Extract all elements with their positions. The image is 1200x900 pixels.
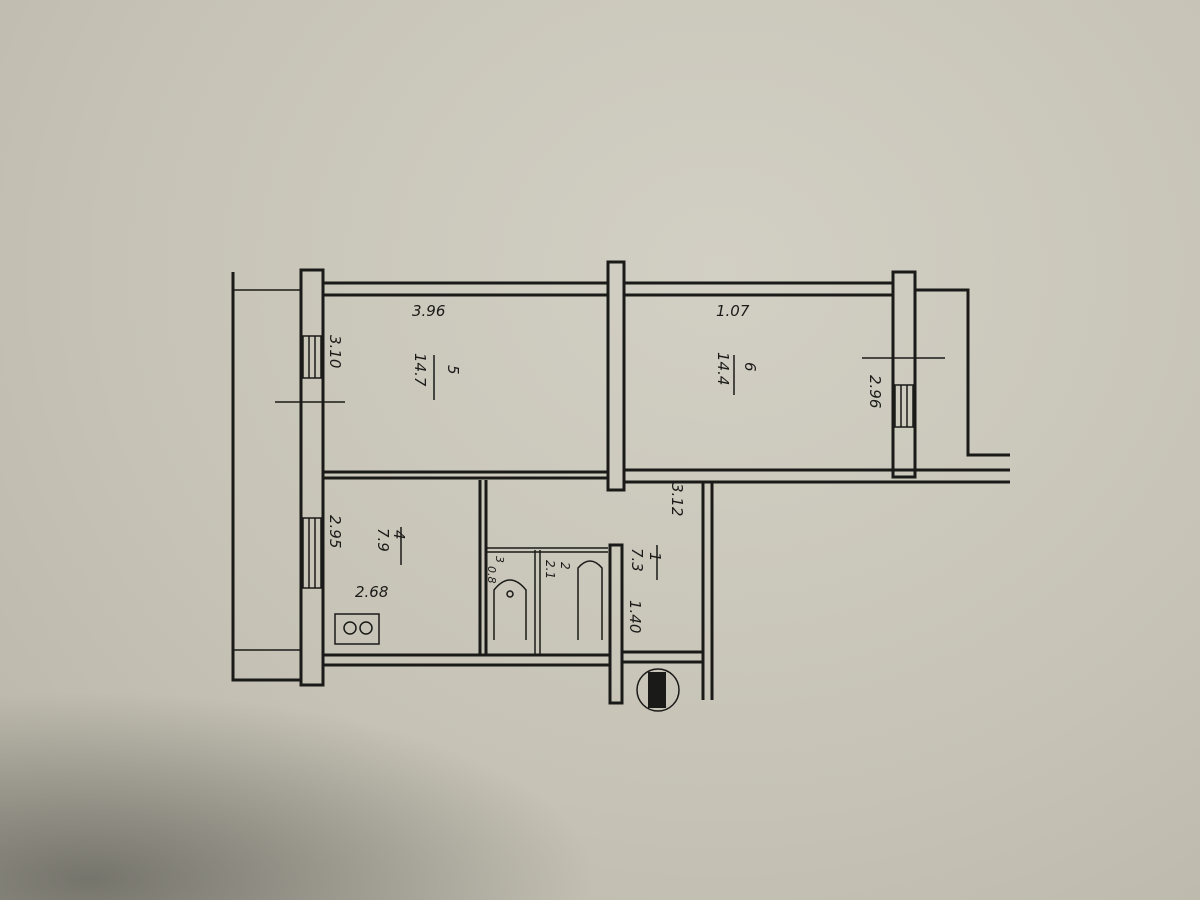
dim-room6-width: 1.07: [716, 302, 750, 320]
toilet-icon: [493, 579, 527, 640]
room2-number: 2: [558, 562, 572, 570]
dim-room4-depth: 2.95: [326, 515, 344, 548]
dim-room5-depth: 3.10: [326, 335, 344, 368]
room3-area: 0.8: [485, 566, 498, 584]
room5-number: 5: [444, 365, 462, 375]
room6-number: 6: [741, 362, 759, 372]
room4-number: 4: [390, 530, 408, 540]
bathtub-icon: [577, 560, 603, 640]
dim-room6-depth: 2.96: [866, 375, 884, 408]
room3-number: 3: [493, 556, 506, 563]
windows: [275, 335, 945, 589]
dim-room5-width: 3.96: [412, 302, 445, 320]
room1-area: 7.3: [628, 548, 646, 572]
dim-room4-width: 2.68: [355, 583, 388, 601]
stair-riser-icon: [636, 668, 680, 712]
room4-area: 7.9: [374, 528, 392, 552]
fixtures: [334, 560, 680, 712]
stove-icon: [334, 613, 380, 645]
room6-area: 14.4: [714, 352, 732, 385]
room-labels: 3.96 3.10 5 14.7 1.07 6 14.4 2.96 4 7.9 …: [326, 302, 884, 633]
room2-area: 2.1: [543, 560, 557, 579]
room1-number: 1: [646, 552, 664, 562]
shadow: [0, 690, 600, 900]
walls: [231, 260, 1010, 705]
dim-room1-depth: 3.12: [668, 483, 686, 516]
room5-area: 14.7: [411, 353, 429, 387]
dim-room1-width: 1.40: [626, 600, 644, 633]
